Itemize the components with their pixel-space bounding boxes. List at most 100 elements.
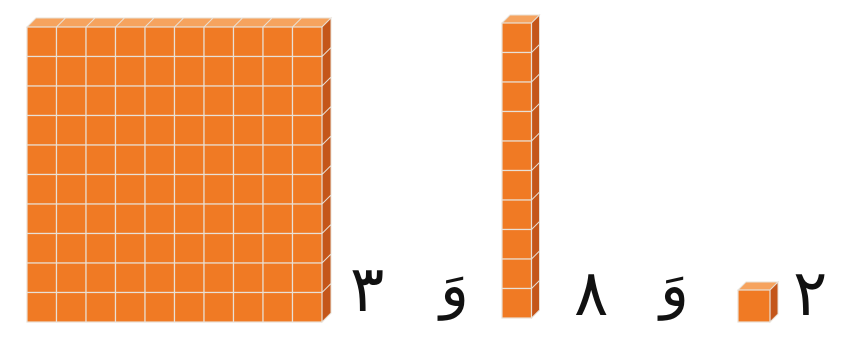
hundred-flat-cell <box>145 204 175 234</box>
hundred-flat-cell <box>204 116 234 146</box>
hundred-flat-cell <box>234 204 264 234</box>
ten-rod-cell <box>502 112 532 142</box>
hundred-flat-cell <box>293 204 323 234</box>
hundred-flat-cell <box>27 145 57 175</box>
hundred-flat-cell <box>57 145 87 175</box>
ten-rod-cell <box>502 171 532 201</box>
hundred-flat-cell <box>27 234 57 264</box>
hundred-flat-cell <box>263 234 293 264</box>
hundred-flat-cell <box>145 234 175 264</box>
hundred-flat-cell <box>86 27 116 57</box>
hundred-flat-cell <box>116 116 146 146</box>
hundred-flat-cell <box>27 263 57 293</box>
hundred-flat-cell <box>263 263 293 293</box>
hundred-flat-cell <box>145 86 175 116</box>
ten-rod-cell <box>502 23 532 53</box>
hundred-flat-cell <box>234 145 264 175</box>
hundred-flat-cell <box>263 204 293 234</box>
hundred-flat-cell <box>234 57 264 87</box>
hundred-flat-cell <box>57 293 87 323</box>
hundred-flat-cell <box>57 204 87 234</box>
hundred-flat-cell <box>175 116 205 146</box>
hundred-flat-cell <box>234 116 264 146</box>
unit-cube-icon <box>738 282 778 322</box>
ten-rod-icon <box>502 15 540 318</box>
hundred-flat-cell <box>57 263 87 293</box>
hundred-flat-cell <box>57 57 87 87</box>
hundred-flat-cell <box>263 86 293 116</box>
hundred-flat-cell <box>27 204 57 234</box>
hundred-flat-cell <box>175 234 205 264</box>
hundred-flat-cell <box>204 57 234 87</box>
hundred-flat-cell <box>293 116 323 146</box>
hundred-flat-cell <box>145 293 175 323</box>
hundred-flat-cell <box>293 86 323 116</box>
hundred-flat-cell <box>57 86 87 116</box>
hundred-flat-cell <box>204 86 234 116</box>
hundred-flat-cell <box>234 234 264 264</box>
hundred-flat-cell <box>116 175 146 205</box>
hundred-flat-cell <box>204 145 234 175</box>
hundred-flat-cell <box>116 27 146 57</box>
hundred-flat-cell <box>293 145 323 175</box>
hundred-flat-cell <box>293 263 323 293</box>
ten-rod-cell <box>502 259 532 289</box>
unit-cube-cell <box>738 290 770 322</box>
hundred-flat-cell <box>86 116 116 146</box>
conjunction-and-label: وَ <box>660 256 689 316</box>
tens-count-label: ٨ <box>574 262 608 326</box>
hundred-flat-cell <box>175 293 205 323</box>
hundred-flat-cell <box>263 175 293 205</box>
hundred-flat-cell <box>204 234 234 264</box>
hundred-flat-cell <box>86 234 116 264</box>
hundred-flat-icon <box>27 18 331 322</box>
hundred-flat-cell <box>175 86 205 116</box>
hundred-flat-cell <box>86 145 116 175</box>
hundred-flat-cell <box>86 204 116 234</box>
hundred-flat-cell <box>145 116 175 146</box>
hundred-flat-cell <box>234 86 264 116</box>
hundred-flat-cell <box>116 263 146 293</box>
hundred-flat-cell <box>86 175 116 205</box>
hundred-flat-cell <box>234 175 264 205</box>
hundred-flat-cell <box>204 263 234 293</box>
hundred-flat-cell <box>86 86 116 116</box>
hundred-flat-cell <box>57 27 87 57</box>
hundred-flat-cell <box>27 116 57 146</box>
hundred-flat-cell <box>86 57 116 87</box>
hundred-flat-cell <box>263 116 293 146</box>
hundred-flat-cell <box>204 27 234 57</box>
hundred-flat-cell <box>57 116 87 146</box>
hundred-flat-cell <box>234 27 264 57</box>
hundred-flat-cell <box>116 234 146 264</box>
hundred-flat-cell <box>175 175 205 205</box>
hundred-flat-cell <box>116 145 146 175</box>
hundred-flat-cell <box>145 145 175 175</box>
ten-rod-cell <box>502 289 532 319</box>
hundred-flat-cell <box>116 204 146 234</box>
hundreds-count-label: ٣ <box>350 258 384 322</box>
hundred-flat-cell <box>234 263 264 293</box>
hundred-flat-cell <box>293 234 323 264</box>
hundred-flat-cell <box>293 57 323 87</box>
hundred-flat-cell <box>116 86 146 116</box>
hundred-flat-cell <box>27 293 57 323</box>
hundred-flat-cell <box>175 27 205 57</box>
ten-rod-cell <box>502 82 532 112</box>
hundred-flat-cell <box>27 57 57 87</box>
ten-rod-cell <box>502 230 532 260</box>
hundred-flat-cell <box>204 175 234 205</box>
hundred-flat-cell <box>86 263 116 293</box>
hundred-flat-cell <box>263 293 293 323</box>
conjunction-and-label: وَ <box>440 256 469 316</box>
hundred-flat-cell <box>293 27 323 57</box>
hundred-flat-cell <box>27 175 57 205</box>
hundred-flat-cell <box>57 175 87 205</box>
hundred-flat-cell <box>293 293 323 323</box>
hundred-flat-cell <box>175 263 205 293</box>
hundred-flat-cell <box>263 27 293 57</box>
hundred-flat-cell <box>27 27 57 57</box>
hundred-flat-cell <box>234 293 264 323</box>
hundred-flat-cell <box>145 57 175 87</box>
